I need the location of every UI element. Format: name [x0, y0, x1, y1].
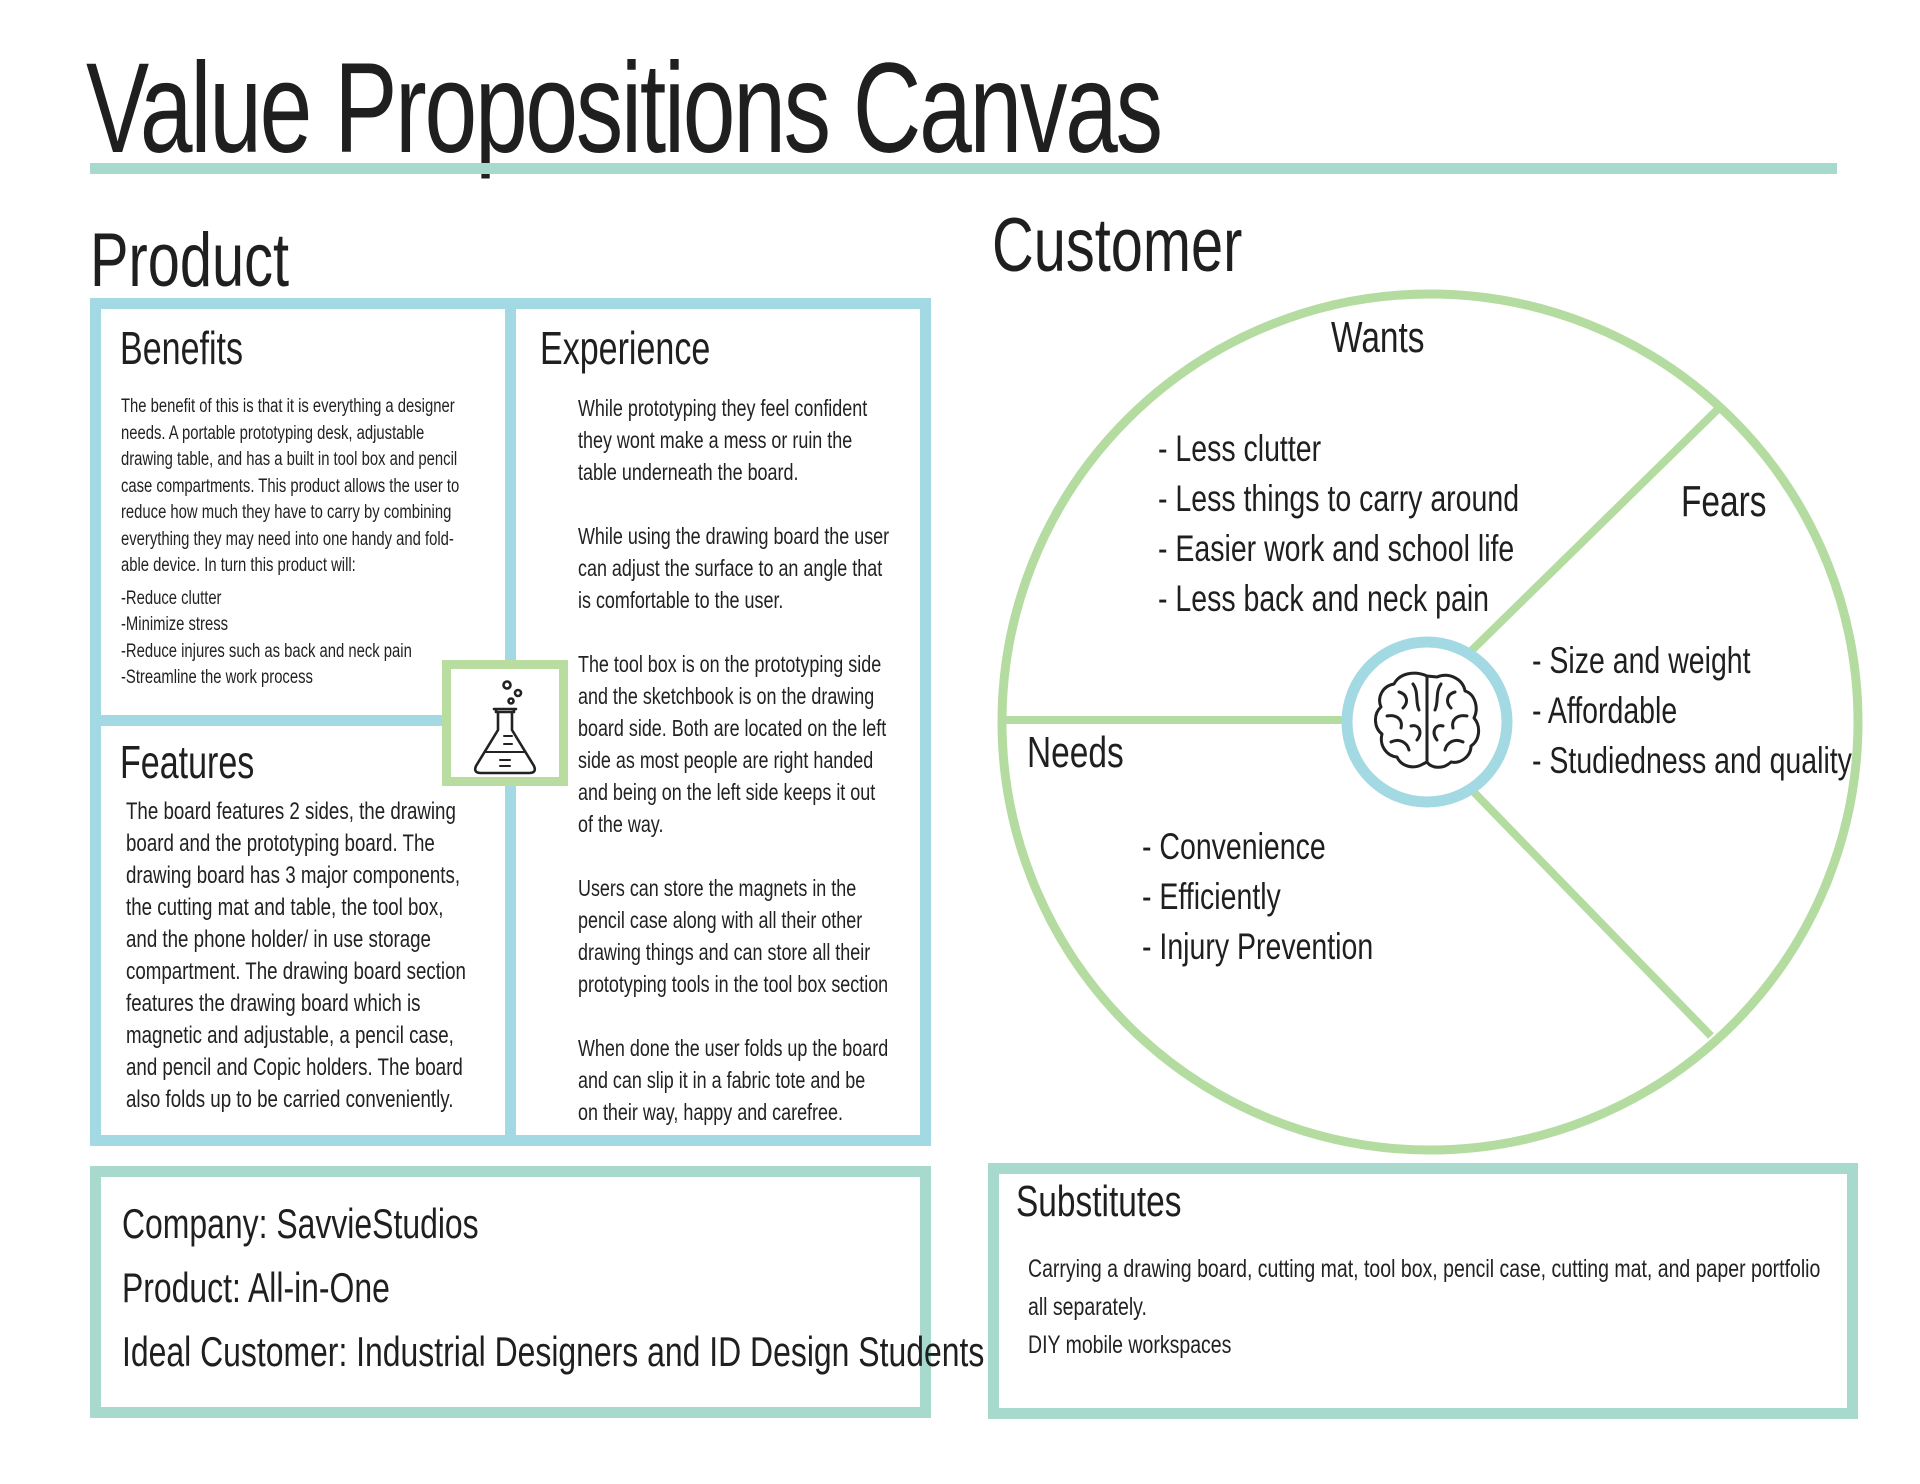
- company-name: Company: SavvieStudios: [122, 1200, 479, 1247]
- benefits-list: -Reduce clutter -Minimize stress -Reduce…: [121, 586, 480, 692]
- list-item: - Less things to carry around: [1158, 478, 1520, 519]
- list-item: - Affordable: [1532, 690, 1678, 731]
- flask-icon-box: [442, 660, 568, 786]
- list-item: - Studiedness and quality: [1532, 740, 1852, 781]
- company-info-box: [90, 1166, 931, 1418]
- customer-heading: Customer: [992, 203, 1243, 288]
- benefits-text: The benefit of this is that it is everyt…: [121, 394, 480, 692]
- experience-title: Experience: [540, 322, 711, 374]
- wants-fears-divider: [1462, 407, 1720, 660]
- wants-label: Wants: [1331, 313, 1425, 362]
- fears-label: Fears: [1681, 477, 1767, 526]
- benefits-title: Benefits: [120, 322, 244, 374]
- features-title: Features: [120, 736, 255, 788]
- product-divider-horizontal: [101, 715, 505, 726]
- list-item: -Reduce injures such as back and neck pa…: [121, 640, 412, 662]
- substitutes-box: [988, 1163, 1858, 1419]
- list-item: - Less clutter: [1158, 428, 1322, 469]
- substitutes-title: Substitutes: [1016, 1177, 1182, 1226]
- experience-paragraph: Users can store the magnets in the penci…: [578, 875, 889, 997]
- experience-paragraph: While using the drawing board the user c…: [578, 523, 890, 613]
- list-item: - Easier work and school life: [1158, 528, 1515, 569]
- benefits-paragraph: The benefit of this is that it is everyt…: [121, 396, 460, 576]
- list-item: - Less back and neck pain: [1158, 578, 1490, 619]
- experience-text: While prototyping they feel confident th…: [578, 392, 890, 1160]
- substitutes-line: Carrying a drawing board, cutting mat, t…: [1028, 1255, 1821, 1283]
- list-item: -Streamline the work process: [121, 667, 313, 688]
- flask-icon: [473, 680, 537, 775]
- wants-list: - Less clutter - Less things to carry ar…: [1158, 424, 1627, 624]
- needs-list: - Convenience - Efficiently - Injury Pre…: [1142, 822, 1442, 972]
- needs-label: Needs: [1027, 728, 1124, 777]
- title-rule: [90, 163, 1837, 174]
- product-name: Product: All-in-One: [122, 1264, 390, 1311]
- features-text: The board features 2 sides, the drawing …: [126, 798, 466, 1113]
- list-item: - Size and weight: [1532, 640, 1751, 681]
- fears-list: - Size and weight - Affordable - Studied…: [1532, 636, 1920, 786]
- experience-paragraph: While prototyping they feel confident th…: [578, 395, 868, 485]
- list-item: - Efficiently: [1142, 876, 1281, 917]
- page-title: Value Propositions Canvas: [86, 37, 1163, 180]
- ideal-customer: Ideal Customer: Industrial Designers and…: [122, 1328, 985, 1375]
- list-item: - Injury Prevention: [1142, 926, 1374, 967]
- experience-paragraph: The tool box is on the prototyping side …: [578, 651, 887, 837]
- substitutes-line: all separately.: [1028, 1293, 1147, 1321]
- experience-paragraph: When done the user folds up the board an…: [578, 1035, 889, 1125]
- list-item: -Minimize stress: [121, 614, 229, 635]
- substitutes-text: Carrying a drawing board, cutting mat, t…: [1028, 1250, 1847, 1364]
- list-item: - Convenience: [1142, 826, 1326, 867]
- substitutes-line: DIY mobile workspaces: [1028, 1331, 1232, 1359]
- brain-icon: [1374, 671, 1480, 769]
- product-frame: [90, 298, 931, 1146]
- customer-profile-circle: [997, 289, 1863, 1155]
- fears-needs-divider: [1462, 780, 1714, 1039]
- list-item: -Reduce clutter: [121, 587, 222, 609]
- product-heading: Product: [90, 218, 290, 303]
